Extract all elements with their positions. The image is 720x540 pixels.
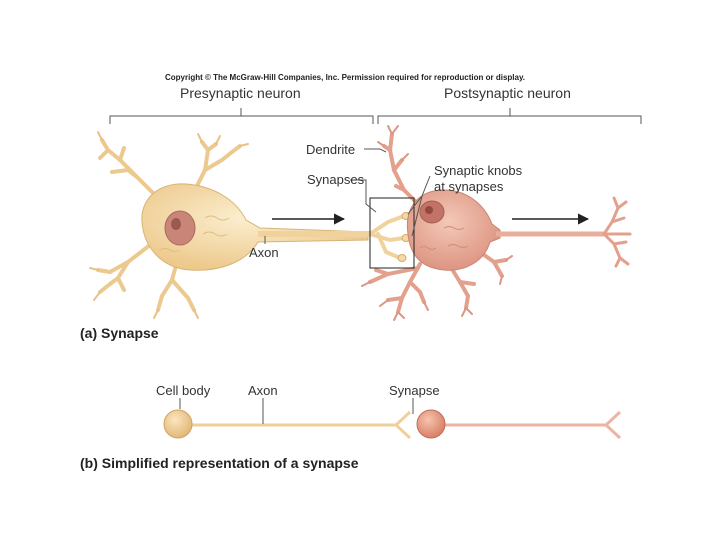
postsynaptic-nucleolus bbox=[425, 206, 433, 214]
panel-a-caption: (a) Synapse bbox=[80, 325, 159, 341]
panel-b-leader-lines bbox=[180, 398, 413, 424]
synaptic-knobs-label-line2: at synapses bbox=[434, 179, 504, 194]
presynaptic-neuron bbox=[90, 132, 410, 318]
simplified-postsynaptic-cell-body bbox=[417, 410, 445, 438]
simplified-presynaptic-cell-body bbox=[164, 410, 192, 438]
synapse-label: Synapse bbox=[389, 383, 440, 398]
synapses-label: Synapses bbox=[307, 172, 365, 187]
presynaptic-nucleolus bbox=[171, 218, 181, 230]
simplified-presynaptic-terminal bbox=[396, 412, 410, 438]
simplified-postsynaptic-terminal bbox=[606, 412, 620, 438]
axon-label: Axon bbox=[249, 245, 279, 260]
postsynaptic-neuron-label: Postsynaptic neuron bbox=[444, 85, 571, 101]
cell-body-label: Cell body bbox=[156, 383, 211, 398]
postsynaptic-bracket bbox=[378, 108, 641, 124]
postsynaptic-axon-terminals bbox=[604, 198, 630, 266]
presynaptic-axon-terminals bbox=[370, 216, 404, 258]
presynaptic-neuron-label: Presynaptic neuron bbox=[180, 85, 301, 101]
dendrite-label: Dendrite bbox=[306, 142, 355, 157]
panel-b-caption: (b) Simplified representation of a synap… bbox=[80, 455, 359, 471]
synaptic-knobs-label-line1: Synaptic knobs bbox=[434, 163, 523, 178]
simplified-synapse-diagram bbox=[164, 398, 620, 438]
presynaptic-nucleus bbox=[165, 211, 195, 245]
presynaptic-bracket bbox=[110, 108, 373, 124]
postsynaptic-neuron bbox=[362, 126, 630, 320]
panel-b-axon-label: Axon bbox=[248, 383, 278, 398]
